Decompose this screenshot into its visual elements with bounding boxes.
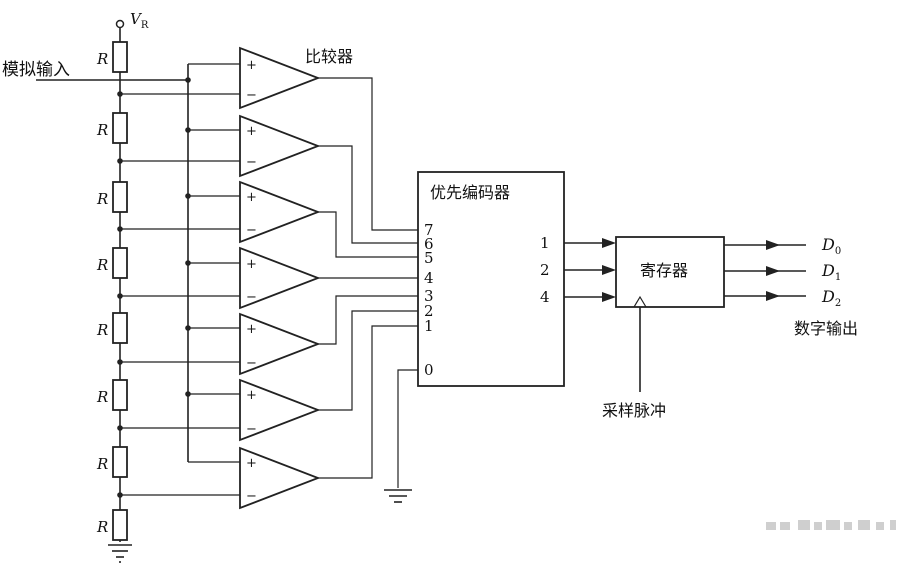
svg-text:R: R [96, 321, 108, 339]
resistor-2: R [96, 112, 128, 144]
svg-text:R: R [96, 388, 108, 406]
comparator-label: 比较器 [305, 47, 353, 66]
comparator-6: + − [117, 378, 321, 442]
output-d0: D0 [821, 235, 841, 257]
svg-text:−: − [246, 223, 257, 238]
svg-text:−: − [246, 356, 257, 371]
sample-pulse-label: 采样脉冲 [602, 401, 666, 420]
svg-text:−: − [246, 489, 257, 504]
comparators: + − + − + − + [117, 46, 321, 510]
output-d1: D1 [821, 261, 841, 283]
comparator-7: + − [117, 446, 321, 510]
ladder-ground-icon [108, 544, 132, 563]
encoder-input-7: 7 [424, 221, 434, 239]
svg-text:−: − [246, 155, 257, 170]
encoder-input-5: 5 [424, 249, 434, 267]
resistor-8: R [96, 509, 128, 541]
encoder-input-2: 2 [424, 302, 434, 320]
svg-text:R: R [96, 190, 108, 208]
svg-text:−: − [246, 88, 257, 103]
svg-text:−: − [246, 422, 257, 437]
encoder-label: 优先编码器 [430, 183, 510, 202]
svg-text:R: R [96, 256, 108, 274]
svg-text:+: + [246, 388, 257, 403]
encoder-output-4: 4 [540, 288, 550, 306]
resistor-3: R [96, 181, 128, 213]
vr-terminal [115, 19, 125, 29]
resistor-7: R [96, 446, 128, 478]
encoder-input-0: 0 [424, 361, 434, 379]
output-d2: D2 [821, 287, 841, 309]
comparator-4: + − [117, 246, 321, 310]
comparator-5: + − [117, 312, 321, 376]
register: 寄存器 采样脉冲 [602, 236, 725, 420]
register-label: 寄存器 [640, 261, 688, 280]
svg-text:+: + [246, 124, 257, 139]
vr-label: VR [130, 10, 149, 31]
resistor-ladder: R R R R R R R R [96, 41, 132, 563]
encoder-output-2: 2 [540, 261, 550, 279]
encoder-input-3: 3 [424, 287, 434, 305]
comparator-output-wires [318, 77, 418, 503]
svg-text:R: R [96, 50, 108, 68]
comparator-3: + − [117, 180, 321, 244]
svg-text:R: R [96, 121, 108, 139]
svg-text:+: + [246, 190, 257, 205]
encoder-register-bus [564, 238, 616, 302]
digital-output-label: 数字输出 [794, 319, 858, 338]
svg-text:+: + [246, 257, 257, 272]
encoder-input-4: 4 [424, 269, 434, 287]
comparator-2: + − [117, 114, 321, 178]
svg-text:+: + [246, 322, 257, 337]
resistor-6: R [96, 379, 128, 411]
svg-text:+: + [246, 58, 257, 73]
svg-text:−: − [246, 290, 257, 305]
comparator-1: + − [117, 46, 321, 110]
encoder-input-1: 1 [424, 317, 434, 335]
encoder-input-6: 6 [424, 235, 434, 253]
watermark-icon [766, 520, 896, 530]
svg-text:R: R [96, 518, 108, 536]
digital-outputs: D0 D1 D2 数字输出 [724, 235, 858, 338]
priority-encoder: 优先编码器 7 6 5 4 3 2 1 0 1 2 4 [417, 171, 565, 387]
resistor-5: R [96, 312, 128, 344]
resistor-1: R [96, 41, 128, 73]
encoder-ground-icon [384, 489, 412, 503]
encoder-output-1: 1 [540, 234, 550, 252]
clock-triangle-icon [633, 295, 647, 308]
svg-text:+: + [246, 456, 257, 471]
svg-text:R: R [96, 455, 108, 473]
resistor-4: R [96, 247, 128, 279]
analog-input-label: 模拟输入 [2, 60, 70, 80]
